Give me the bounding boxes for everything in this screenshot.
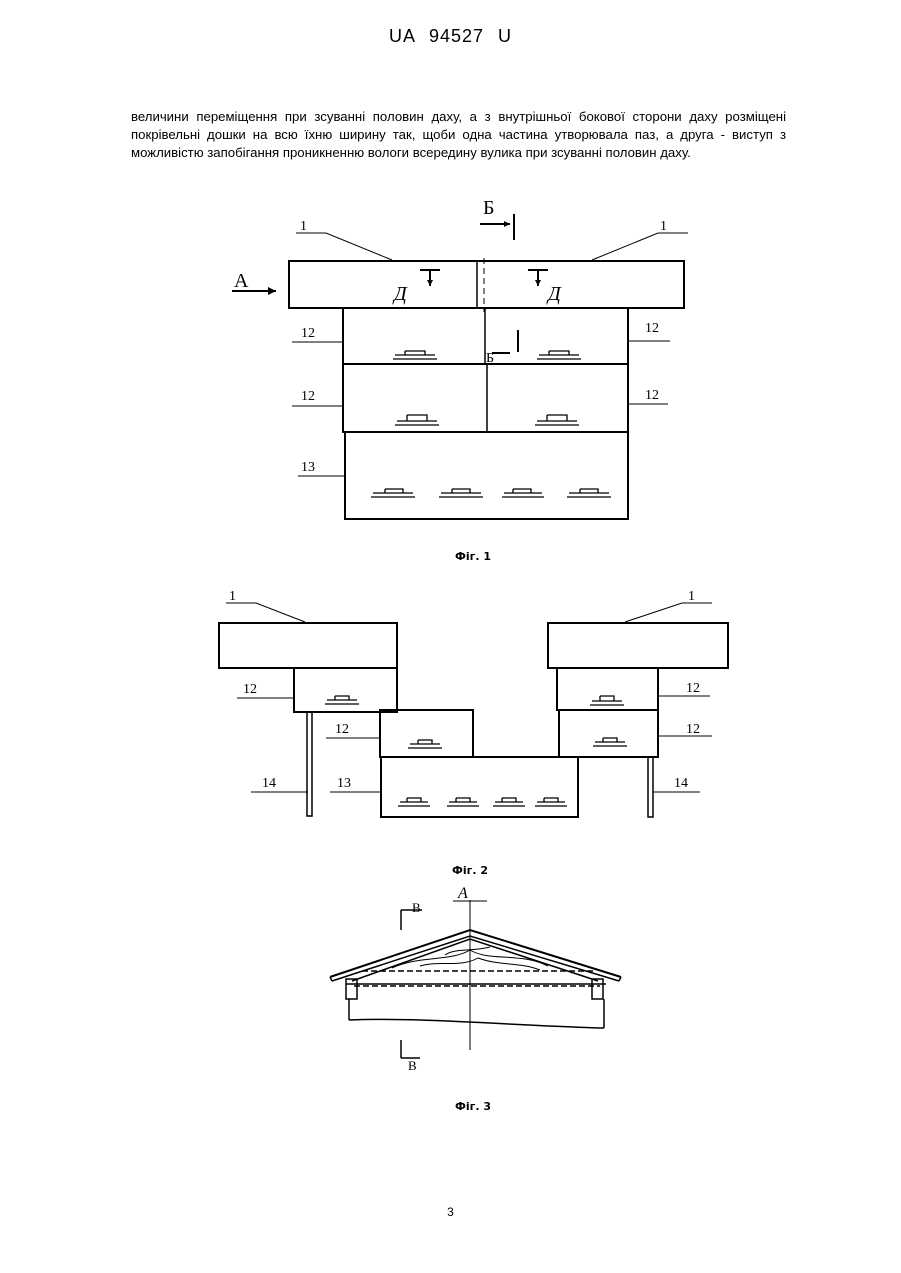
fig1-label-d-left: Д <box>392 283 408 305</box>
figure-2-caption: Фіг. 2 <box>452 864 488 877</box>
fig2-body-left-upper <box>294 668 397 712</box>
fig1-label-body-r1: 12 <box>645 321 659 336</box>
fig2-roof-right <box>548 623 728 668</box>
fig2-leg-right <box>648 757 653 817</box>
fig1-label-d-right: Д <box>546 283 562 305</box>
fig2-body-right-upper <box>557 668 658 710</box>
fig2-label-roof-right: 1 <box>688 589 695 604</box>
fig3-label-view-a: А <box>457 885 468 902</box>
fig2-roof-left <box>219 623 397 668</box>
fig1-label-section-b-top: Б <box>483 197 494 219</box>
fig1-label-roof-left: 1 <box>300 219 307 234</box>
fig3-label-section-b-top: В <box>412 900 421 915</box>
fig1-label-body-l1: 12 <box>301 326 315 341</box>
fig1-label-body-l2: 12 <box>301 389 315 404</box>
fig2-label-body-l2: 12 <box>335 722 349 737</box>
fig1-entrances <box>371 351 611 497</box>
fig2-label-roof-left: 1 <box>229 589 236 604</box>
fig2-leg-left <box>307 712 312 816</box>
fig1-label-roof-right: 1 <box>660 219 667 234</box>
figure-1-drawing: 1 1 Б Б А Д Д 12 12 12 12 13 <box>0 190 901 535</box>
fig2-label-leg-left: 14 <box>262 776 276 791</box>
fig1-label-section-b-mid: Б <box>486 351 494 366</box>
fig1-roof <box>289 261 684 308</box>
fig1-label-arrow-a: А <box>234 270 249 292</box>
figure-3-drawing: А В В <box>0 880 901 1080</box>
body-paragraph: величини переміщення при зсуванні полови… <box>131 108 786 162</box>
fig2-body-left-lower <box>380 710 473 757</box>
fig2-label-body-r1: 12 <box>686 681 700 696</box>
fig2-label-bottom: 13 <box>337 776 351 791</box>
fig3-label-section-b-bottom: В <box>408 1058 417 1073</box>
fig2-label-body-r2: 12 <box>686 722 700 737</box>
fig2-body-right-lower <box>559 710 658 757</box>
fig2-bottom-body <box>381 757 578 817</box>
figure-1-caption: Фіг. 1 <box>455 550 491 563</box>
figure-2-drawing: 1 1 12 12 12 12 13 14 14 <box>0 585 901 830</box>
document-number-header: UA 94527 U <box>0 26 901 47</box>
fig1-label-body-r2: 12 <box>645 388 659 403</box>
page-number: 3 <box>0 1205 901 1219</box>
fig1-bottom-body <box>345 432 628 519</box>
fig2-label-body-l1: 12 <box>243 682 257 697</box>
fig1-body-middle <box>343 364 628 432</box>
fig2-label-leg-right: 14 <box>674 776 688 791</box>
figure-3-caption: Фіг. 3 <box>455 1100 491 1113</box>
fig1-label-bottom: 13 <box>301 460 315 475</box>
